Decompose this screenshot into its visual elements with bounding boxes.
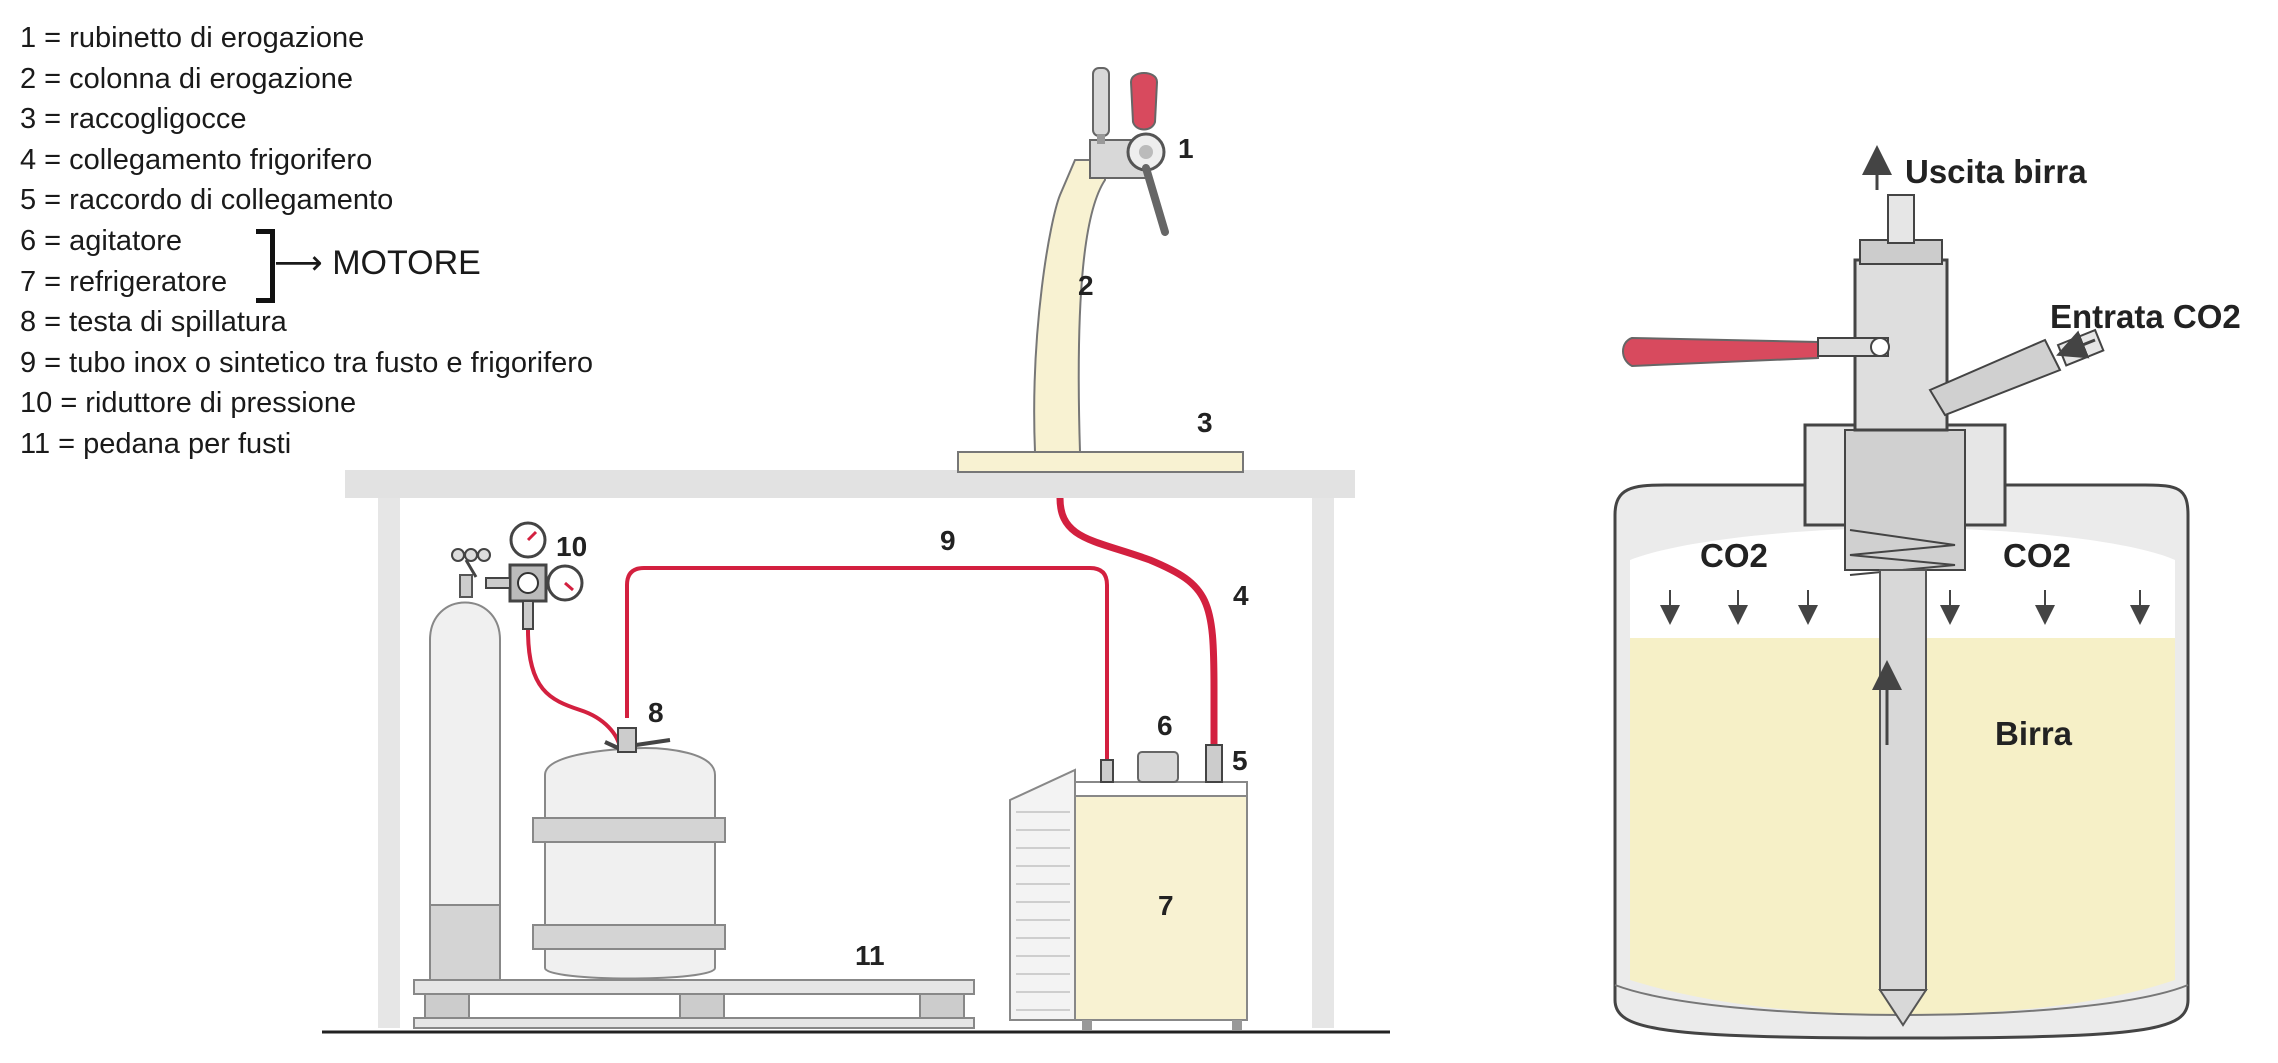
cylinder-valve-bar	[464, 559, 478, 578]
pallet-block	[679, 993, 725, 1019]
cooler-foot	[1082, 1020, 1092, 1030]
beer-outlet-label: Uscita birra	[1905, 153, 2087, 190]
tap-faucet-center	[1139, 145, 1153, 159]
gauge-needle	[526, 530, 538, 542]
callout-9: 9	[940, 525, 956, 556]
keg-ring-top	[532, 817, 726, 843]
motore-text: MOTORE	[332, 244, 481, 282]
legend-item: 11 = pedana per fusti	[20, 427, 292, 460]
callout-3: 3	[1197, 407, 1213, 438]
motore-label: ⟶ MOTORE	[274, 243, 481, 283]
keg-cross-section: Uscita birra Entrata CO2 CO2 CO2 Birra	[1613, 145, 2241, 1040]
legend-item: 2 = colonna di erogazione	[20, 62, 353, 95]
callout-1: 1	[1178, 133, 1194, 164]
legend-item: 5 = raccordo di collegamento	[20, 184, 394, 217]
callout-5: 5	[1232, 745, 1248, 776]
cooler-foot	[1232, 1020, 1242, 1030]
callout-7: 7	[1158, 890, 1174, 921]
counter-top	[345, 470, 1355, 498]
keg-ring-bottom	[532, 924, 726, 950]
draft-system-diagram: 1 2 3 4 5 6 7 8 9 10 11	[322, 67, 1390, 1034]
pallet-block	[424, 993, 470, 1019]
keg-coupler	[617, 727, 637, 753]
gas-hose	[526, 629, 622, 749]
co2-cylinder	[429, 601, 501, 986]
beer-outlet-nozzle	[1887, 194, 1915, 244]
gas-inlet-fitting	[1928, 338, 2062, 417]
hose-keg-to-cooler	[625, 566, 1109, 760]
cylinder-valve-knob	[477, 548, 491, 562]
group-bracket	[256, 229, 275, 303]
legend-item: 7 = refrigeratore	[20, 265, 228, 298]
gauge-needle	[564, 581, 574, 592]
legend-item: 9 = tubo inox o sintetico tra fusto e fr…	[20, 346, 594, 379]
callout-8: 8	[648, 697, 664, 728]
regulator-connector	[485, 577, 511, 589]
coupler-inlet	[635, 738, 671, 747]
counter-leg-right	[1312, 498, 1334, 1028]
callout-10: 10	[556, 531, 587, 562]
cooler-top	[1074, 781, 1248, 797]
beer-label: Birra	[1995, 715, 2073, 752]
regulator-knob	[517, 572, 539, 594]
tower-column	[1033, 159, 1106, 453]
hose-fitting	[1100, 759, 1114, 783]
regulator-outlet	[522, 600, 534, 630]
coupler-lever	[604, 740, 619, 750]
callout-4: 4	[1233, 580, 1249, 611]
pallet-top	[413, 979, 975, 995]
tap-handle-left-stem	[1097, 134, 1105, 144]
connector-fitting	[1205, 744, 1223, 783]
pallet-bottom	[413, 1017, 975, 1029]
legend-item: 6 = agitatore	[20, 224, 183, 257]
gas-left-label: CO2	[1700, 537, 1768, 574]
callout-2: 2	[1078, 270, 1094, 301]
legend-list: 1 = rubinetto di erogazione 2 = colonna …	[20, 18, 593, 465]
legend-item: 4 = collegamento frigorifero	[20, 143, 373, 176]
legend-item: 10 = riduttore di pressione	[20, 387, 357, 420]
co2-cylinder-base	[429, 904, 501, 986]
keg	[544, 746, 716, 980]
cooler-line	[1056, 497, 1218, 745]
arrow-left-icon	[2056, 330, 2096, 359]
arrow-right-icon: ⟶	[274, 244, 333, 282]
cooler-body	[1074, 794, 1248, 1021]
cylinder-valve-stem	[459, 574, 473, 598]
tap-handle-left	[1092, 67, 1110, 137]
coupler-handle-pivot	[1870, 337, 1890, 357]
counter-leg-left	[378, 498, 400, 1028]
callout-6: 6	[1157, 710, 1173, 741]
legend-item: 8 = testa di spillatura	[20, 306, 287, 339]
pallet-block	[919, 993, 965, 1019]
agitator	[1137, 751, 1179, 783]
valve-spring	[1849, 529, 1956, 576]
spear-tip	[1878, 989, 1928, 1027]
cylinder-valve-knob	[464, 548, 478, 562]
coupler-handle-red	[1622, 336, 1819, 368]
drip-tray	[957, 451, 1244, 473]
legend-item: 1 = rubinetto di erogazione	[20, 22, 365, 54]
cylinder-valve-knob	[451, 548, 465, 562]
tap-handle-red	[1129, 72, 1159, 131]
legend-item: 3 = raccogligocce	[20, 103, 247, 136]
callout-11: 11	[855, 940, 885, 971]
co2-inlet-label: Entrata CO2	[2050, 298, 2241, 335]
tap-spout	[1142, 164, 1169, 236]
gas-inlet-nozzle	[2056, 328, 2105, 367]
cooler-grille	[1009, 768, 1076, 1021]
grille-lines	[1016, 811, 1070, 1011]
gas-right-label: CO2	[2003, 537, 2071, 574]
spear-tube	[1879, 569, 1927, 991]
